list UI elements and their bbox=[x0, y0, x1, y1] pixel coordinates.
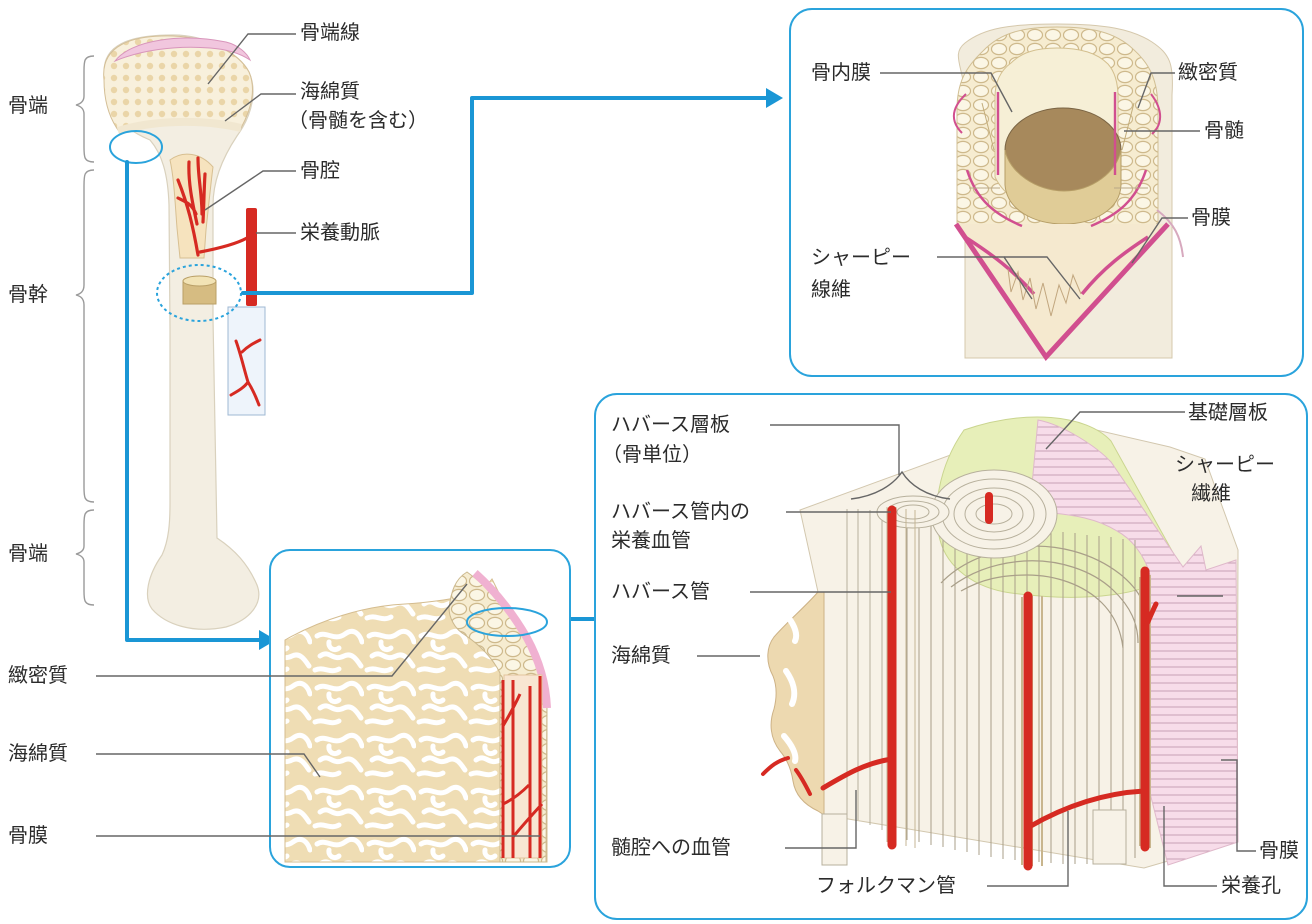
label-bone-cavity: 骨腔 bbox=[300, 158, 340, 183]
bone-region-braces bbox=[76, 56, 94, 605]
label-haversian-lamella-2: （骨単位） bbox=[602, 442, 702, 467]
label-epiphysis-bottom: 骨端 bbox=[8, 541, 48, 566]
label-periosteum-top: 骨膜 bbox=[1191, 205, 1231, 230]
label-diaphysis: 骨幹 bbox=[8, 282, 48, 307]
label-sharpey-top-2: 線維 bbox=[811, 277, 851, 302]
label-epiphyseal-line: 骨端線 bbox=[300, 20, 360, 45]
label-haversian-vessel-1: ハバース管内の bbox=[611, 499, 750, 524]
label-spongy-bone-left: 海綿質 bbox=[8, 741, 68, 766]
label-endosteum: 骨内膜 bbox=[811, 60, 871, 85]
label-circumferential-lamella: 基礎層板 bbox=[1188, 400, 1268, 425]
label-spongy-bone-top-1: 海綿質 bbox=[300, 79, 360, 104]
label-vessel-to-marrow: 髄腔への血管 bbox=[611, 835, 731, 860]
label-sharpey-right-1: シャーピー bbox=[1175, 452, 1275, 477]
middle-detail-panel bbox=[270, 550, 570, 867]
label-sharpey-right-2: 繊維 bbox=[1191, 481, 1231, 506]
label-volkmann-canal: フォルクマン管 bbox=[816, 873, 956, 898]
label-spongy-bone-top-2: （骨髄を含む） bbox=[288, 108, 428, 133]
label-bone-marrow: 骨髄 bbox=[1204, 118, 1244, 143]
label-epiphysis-top: 骨端 bbox=[8, 93, 48, 118]
label-sharpey-top-1: シャーピー bbox=[811, 245, 911, 270]
label-haversian-lamella-1: ハバース層板 bbox=[611, 412, 730, 437]
label-compact-bone-left: 緻密質 bbox=[8, 663, 68, 688]
label-periosteum-left: 骨膜 bbox=[8, 823, 48, 848]
label-haversian-canal: ハバース管 bbox=[611, 579, 710, 604]
label-spongy-bone-right: 海綿質 bbox=[611, 643, 671, 668]
label-nutrient-foramen: 栄養孔 bbox=[1221, 873, 1281, 898]
label-compact-bone-top: 緻密質 bbox=[1178, 60, 1238, 85]
label-periosteum-right: 骨膜 bbox=[1259, 838, 1299, 863]
label-nutrient-artery: 栄養動脈 bbox=[300, 220, 380, 245]
label-haversian-vessel-2: 栄養血管 bbox=[611, 528, 691, 553]
